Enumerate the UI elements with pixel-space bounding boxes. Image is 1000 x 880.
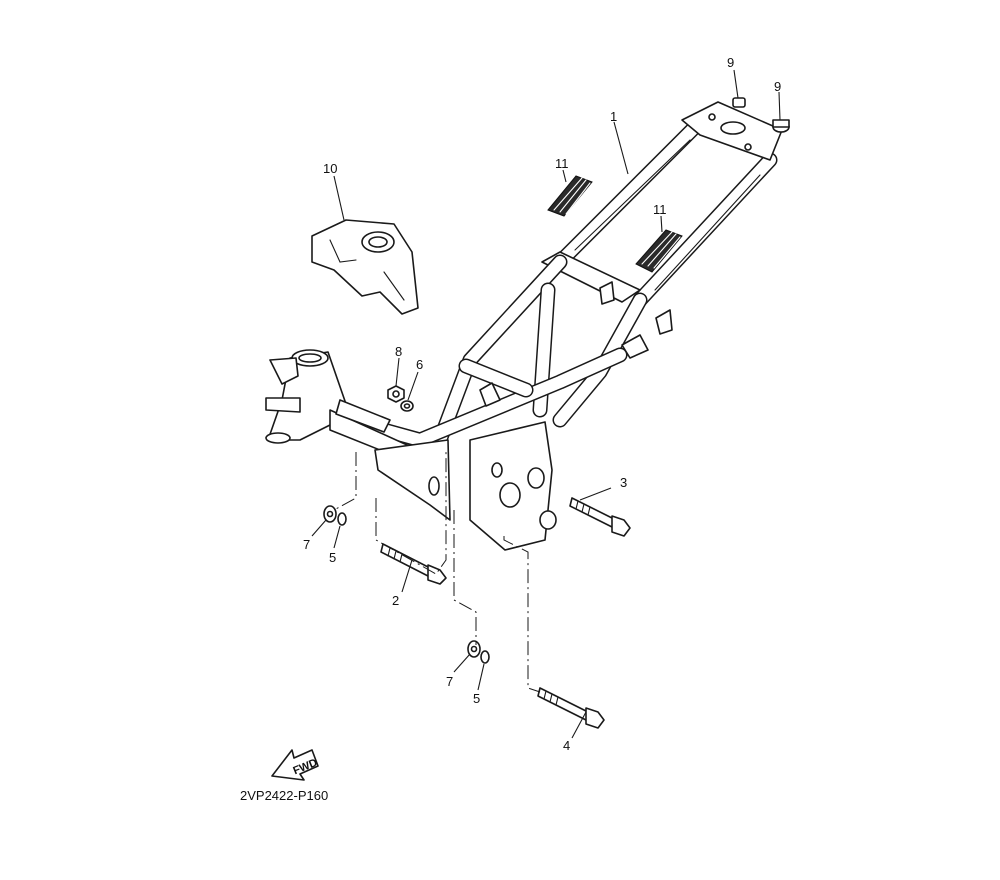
- callout-7-lower: 7: [446, 674, 453, 689]
- assembly-guide-lines: [333, 450, 541, 693]
- forward-arrow-icon: FWD: [271, 749, 319, 781]
- callout-labels: 1 2 3 4 5 5 6 7 7 8 9 9 10 11 11: [303, 55, 781, 753]
- cap-9-right: [772, 119, 790, 133]
- callout-leaders: [311, 69, 781, 739]
- frame-cover: [311, 219, 419, 315]
- callout-11-left: 11: [555, 156, 569, 171]
- callout-2: 2: [392, 593, 399, 608]
- cap-9-left: [732, 97, 746, 108]
- callout-10: 10: [323, 161, 337, 176]
- callout-7-upper: 7: [303, 537, 310, 552]
- nut-7-upper: [323, 505, 337, 523]
- bolt-4: [537, 687, 605, 729]
- callout-6: 6: [416, 357, 423, 372]
- frame-assembly: [265, 101, 783, 551]
- callout-9-right: 9: [774, 79, 781, 94]
- nut-7-lower: [467, 640, 481, 658]
- footrest-rubber-left: [547, 175, 593, 217]
- callout-5-upper: 5: [329, 550, 336, 565]
- callout-3: 3: [620, 475, 627, 490]
- footrest-rubber-right: [635, 229, 683, 273]
- callout-8: 8: [395, 344, 402, 359]
- document-code: 2VP2422-P160: [240, 788, 328, 803]
- callout-1: 1: [610, 109, 617, 124]
- callout-4: 4: [563, 738, 570, 753]
- nut-8: [387, 385, 405, 403]
- washer-5-upper: [337, 512, 347, 526]
- washer-6: [400, 400, 414, 412]
- bolt-2: [380, 543, 447, 585]
- bolt-3: [569, 497, 631, 537]
- callout-11-right: 11: [653, 202, 667, 217]
- engine-mount-bracket: [374, 439, 451, 521]
- washer-5-lower: [480, 650, 490, 664]
- callout-5-lower: 5: [473, 691, 480, 706]
- callout-9-left: 9: [727, 55, 734, 70]
